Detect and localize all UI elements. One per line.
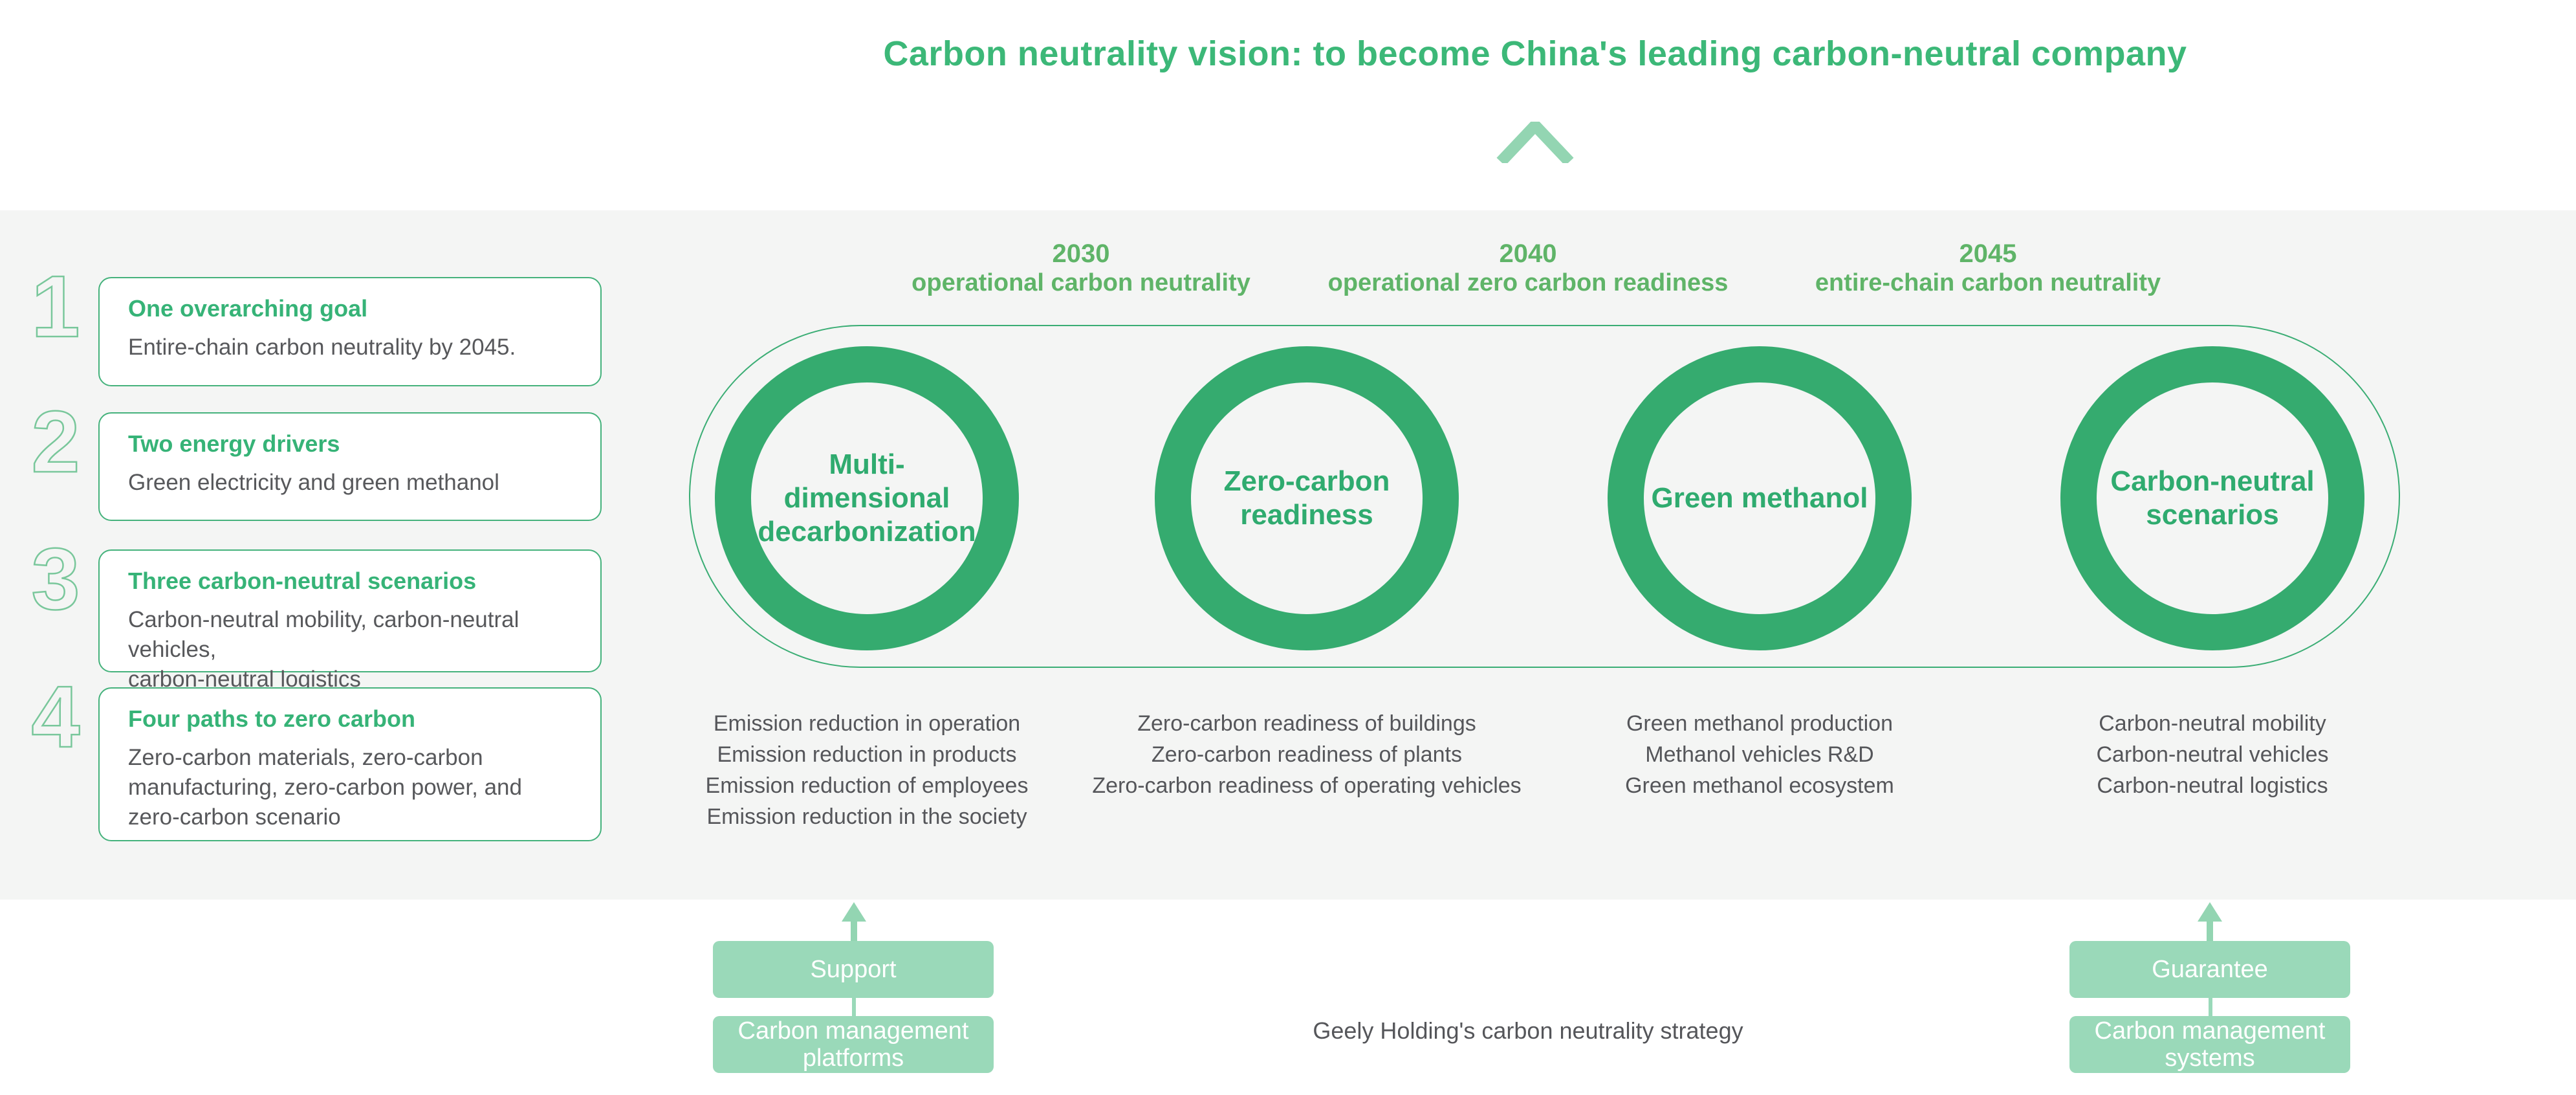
goal-body: Carbon-neutral mobility, carbon-neutral …	[128, 607, 519, 692]
goal-card-2: Two energy drivers Green electricity and…	[98, 412, 602, 521]
milestone-label: operational carbon neutrality	[911, 269, 1250, 296]
pillar-list-decarbonization: Emission reduction in operation Emission…	[569, 708, 1164, 832]
list-item: Emission reduction in products	[717, 742, 1017, 767]
goal-title: Three carbon-neutral scenarios	[128, 568, 477, 594]
goal-title: One overarching goal	[128, 295, 368, 322]
support-connector-line	[852, 997, 856, 1017]
up-arrow-icon	[2195, 902, 2225, 942]
goal-title: Four paths to zero carbon	[128, 705, 416, 732]
list-item: Green methanol production	[1626, 711, 1894, 736]
figure-caption: Geely Holding's carbon neutrality strate…	[1313, 1017, 1743, 1044]
chevron-up-icon	[1496, 116, 1575, 166]
pillar-list-green-methanol: Green methanol production Methanol vehic…	[1462, 708, 2057, 801]
list-item: Carbon-neutral vehicles	[2096, 742, 2329, 767]
pillar-list-carbon-neutral-scenarios: Carbon-neutral mobility Carbon-neutral v…	[1915, 708, 2510, 801]
list-item: Methanol vehicles R&D	[1645, 742, 1874, 767]
goal-number-4: 4	[30, 668, 81, 766]
list-item: Zero-carbon readiness of operating vehic…	[1092, 773, 1522, 798]
carbon-management-platforms-box: Carbon management platforms	[713, 1016, 994, 1073]
milestone-year: 2040	[1499, 239, 1557, 268]
carbon-management-systems-box: Carbon management systems	[2069, 1016, 2350, 1073]
list-item: Zero-carbon readiness of buildings	[1137, 711, 1476, 736]
goal-title: Two energy drivers	[128, 430, 340, 457]
goal-number-3: 3	[30, 530, 81, 628]
milestone-2045: 2045 entire-chain carbon neutrality	[1690, 239, 2286, 298]
pillar-circle-label: Green methanol	[1651, 482, 1868, 514]
goal-number-2: 2	[30, 393, 81, 491]
milestone-label: operational zero carbon readiness	[1327, 269, 1729, 296]
list-item: Emission reduction of employees	[705, 773, 1029, 798]
page-title: Carbon neutrality vision: to become Chin…	[883, 34, 2187, 73]
guarantee-connector-line	[2209, 997, 2212, 1017]
milestone-2030: 2030 operational carbon neutrality	[783, 239, 1379, 298]
goal-number-1: 1	[30, 258, 81, 355]
pill-outline	[689, 325, 2400, 668]
goal-body: Entire-chain carbon neutrality by 2045.	[128, 335, 516, 360]
list-item: Zero-carbon readiness of plants	[1151, 742, 1463, 767]
pillar-circle-decarbonization: Multi- dimensional decarbonization	[715, 346, 1019, 650]
list-item: Green methanol ecosystem	[1625, 773, 1894, 798]
list-item: Carbon-neutral mobility	[2099, 711, 2326, 736]
up-arrow-icon	[839, 902, 869, 942]
pillar-circle-label: Multi- dimensional decarbonization	[758, 448, 976, 548]
list-item: Emission reduction in the society	[706, 804, 1027, 829]
support-box: Support	[713, 941, 994, 998]
pillar-circle-zero-carbon-readiness: Zero-carbon readiness	[1155, 346, 1459, 650]
pillar-circle-green-methanol: Green methanol	[1608, 346, 1912, 650]
pillar-circle-label: Zero-carbon readiness	[1223, 465, 1390, 531]
guarantee-box: Guarantee	[2069, 941, 2350, 998]
milestone-2040: 2040 operational zero carbon readiness	[1230, 239, 1826, 298]
goal-body: Zero-carbon materials, zero-carbon manuf…	[128, 745, 522, 830]
pillar-circle-label: Carbon-neutral scenarios	[2110, 465, 2315, 531]
goal-card-3: Three carbon-neutral scenarios Carbon-ne…	[98, 549, 602, 692]
goal-body: Green electricity and green methanol	[128, 470, 499, 495]
goal-card-4: Four paths to zero carbon Zero-carbon ma…	[98, 687, 602, 841]
list-item: Emission reduction in operation	[713, 711, 1021, 736]
goal-card-1: One overarching goal Entire-chain carbon…	[98, 277, 602, 386]
milestone-year: 2030	[1052, 239, 1110, 268]
milestone-label: entire-chain carbon neutrality	[1815, 269, 2161, 296]
milestone-year: 2045	[1959, 239, 2017, 268]
list-item: Carbon-neutral logistics	[2097, 773, 2328, 798]
pillar-list-zero-carbon-readiness: Zero-carbon readiness of buildings Zero-…	[1009, 708, 1604, 801]
pillar-circle-carbon-neutral-scenarios: Carbon-neutral scenarios	[2060, 346, 2364, 650]
